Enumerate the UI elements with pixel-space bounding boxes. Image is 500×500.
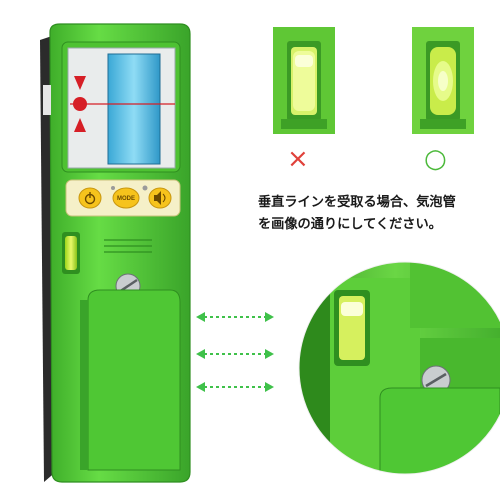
caption-line-2: を画像の通りにしてください。	[258, 217, 442, 232]
clamp-arrows	[196, 312, 274, 392]
circle-mark-icon: ○	[424, 144, 447, 174]
laser-receiver-device: MODE	[40, 23, 191, 483]
sensor-lens	[107, 53, 161, 165]
status-led	[142, 185, 148, 191]
correct-vial-example	[412, 27, 474, 134]
volume-button[interactable]	[148, 187, 172, 209]
speaker-grille	[104, 239, 152, 253]
level-indicator-arrows	[70, 76, 175, 132]
bubble-vial	[62, 232, 80, 274]
incorrect-vial-example	[273, 27, 335, 134]
instruction-caption: 垂直ラインを受取る場合、気泡管 を画像の通りにしてください。	[258, 192, 493, 236]
svg-text:MODE: MODE	[117, 196, 135, 202]
mode-button[interactable]: MODE	[112, 187, 140, 209]
status-led	[111, 186, 115, 190]
power-button[interactable]	[78, 187, 102, 209]
caption-line-1: 垂直ラインを受取る場合、気泡管	[258, 195, 456, 210]
cross-mark-icon: ×	[287, 144, 309, 174]
clamp-plate	[87, 289, 181, 471]
zoom-detail-circle	[298, 261, 500, 475]
